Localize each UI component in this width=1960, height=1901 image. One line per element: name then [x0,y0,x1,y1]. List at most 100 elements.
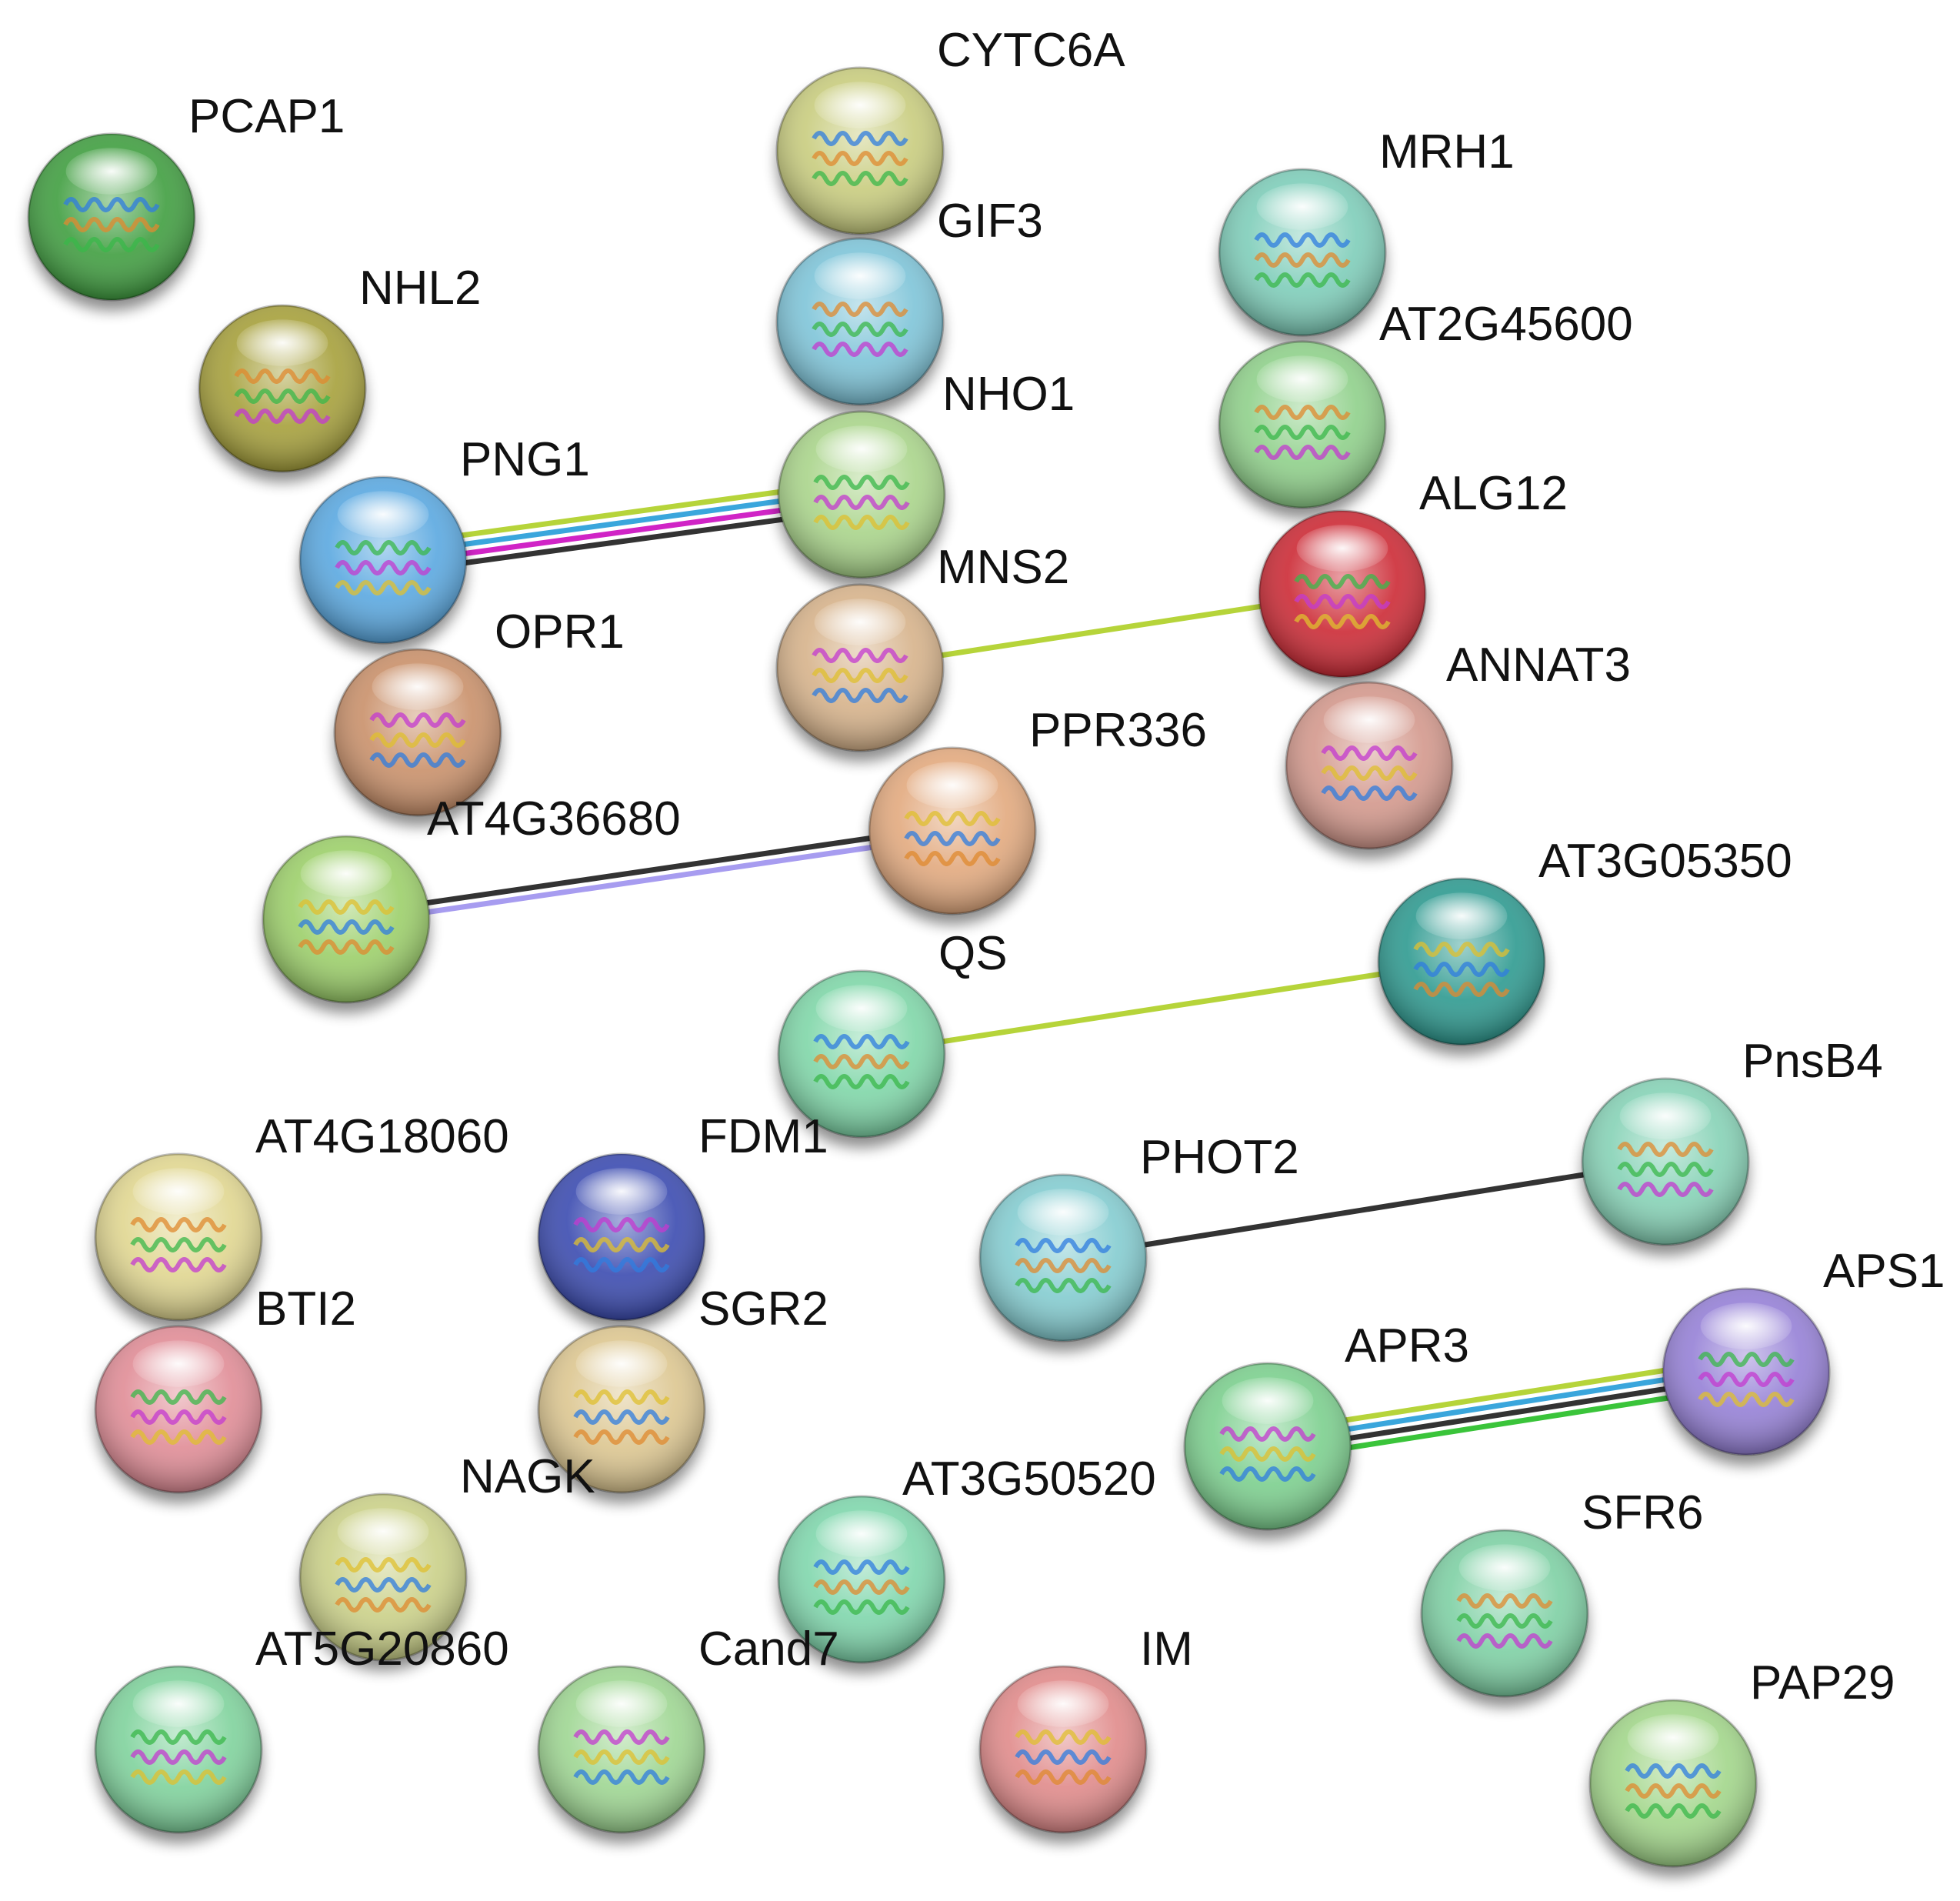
protein-helix [812,342,908,357]
node-label: MNS2 [937,541,1069,594]
protein-helix [63,197,160,212]
protein-helix [813,1579,910,1595]
node-APS1[interactable]: APS1 [1662,1245,1945,1456]
protein-structure-icon [812,302,908,357]
node-AT4G36680[interactable]: AT4G36680 [262,792,681,1004]
protein-helix [63,237,160,252]
edge-PHOT2-PnsB4[interactable] [1062,1159,1666,1261]
node-rim [1285,681,1454,850]
protein-helix [1625,1783,1722,1799]
node-label: ALG12 [1419,467,1568,520]
node-QS[interactable]: QS [777,927,1008,1139]
node-Cand7[interactable]: Cand7 [537,1623,839,1834]
node-label: AT2G45600 [1379,298,1633,351]
node-GIF3[interactable]: GIF3 [775,195,1043,406]
node-CYTC6A[interactable]: CYTC6A [775,24,1125,235]
node-APR3[interactable]: APR3 [1183,1319,1469,1531]
protein-helix [1321,745,1418,761]
node-label: PnsB4 [1742,1035,1883,1088]
node-AT3G50520[interactable]: AT3G50520 [777,1452,1156,1664]
node-rim [777,1495,946,1664]
protein-helix [1321,765,1418,781]
node-SFR6[interactable]: SFR6 [1420,1486,1703,1698]
node-OPR1[interactable]: OPR1 [333,605,625,817]
protein-helix [573,1389,670,1405]
protein-helix [1015,1729,1112,1745]
node-label: PCAP1 [188,90,345,143]
node-rim [94,1665,263,1834]
protein-structure-icon [573,1217,670,1272]
edge-QS-AT3G05350[interactable] [861,959,1462,1057]
protein-helix [1294,614,1391,629]
node-rim [298,1492,468,1662]
node-SGR2[interactable]: SGR2 [537,1282,828,1494]
node-ANNAT3[interactable]: ANNAT3 [1285,639,1631,850]
node-gloss-highlight [1222,1377,1314,1424]
protein-helix [1698,1352,1795,1367]
protein-helix [813,475,910,490]
node-PHOT2[interactable]: PHOT2 [978,1131,1299,1342]
node-PCAP1[interactable]: PCAP1 [27,90,345,302]
protein-structure-icon [130,1729,227,1785]
edge-line-AT4G36680-PPR336-0 [345,823,952,918]
node-BTI2[interactable]: BTI2 [94,1282,356,1494]
protein-helix [298,899,395,915]
node-AT2G45600[interactable]: AT2G45600 [1218,298,1633,509]
protein-structure-icon [335,540,432,595]
node-PPR336[interactable]: PPR336 [868,704,1207,915]
node-gloss-highlight [300,850,392,897]
protein-structure-icon [573,1729,670,1785]
protein-helix [1625,1763,1722,1779]
node-NHL2[interactable]: NHL2 [198,262,482,473]
node-PAP29[interactable]: PAP29 [1588,1656,1895,1868]
protein-helix [573,1257,670,1272]
node-FDM1[interactable]: FDM1 [537,1110,828,1322]
protein-structure-icon [1698,1352,1795,1407]
node-rim [537,1152,706,1322]
node-gloss-highlight [1415,892,1508,939]
node-AT3G05350[interactable]: AT3G05350 [1377,835,1792,1046]
protein-helix [1015,1769,1112,1785]
node-gloss-highlight [906,762,998,809]
protein-helix [573,1217,670,1232]
node-gloss-highlight [1256,355,1348,402]
protein-helix [130,1429,227,1445]
protein-helix [1219,1466,1316,1482]
node-PNG1[interactable]: PNG1 [298,433,590,645]
protein-helix [813,1034,910,1049]
node-label: QS [938,927,1008,980]
node-label: CYTC6A [937,24,1125,77]
node-gloss-highlight [337,491,429,538]
protein-helix [1698,1372,1795,1387]
node-label: ANNAT3 [1446,639,1631,692]
node-rim [777,410,946,579]
node-rim [777,969,946,1139]
node-IM[interactable]: IM [978,1623,1193,1834]
node-AT4G18060[interactable]: AT4G18060 [94,1110,509,1322]
node-MRH1[interactable]: MRH1 [1218,125,1515,337]
edge-AT4G36680-PPR336[interactable] [345,823,954,927]
node-label: APR3 [1345,1319,1469,1372]
protein-helix [369,732,466,748]
node-label: MRH1 [1379,125,1515,178]
protein-helix [234,369,331,384]
protein-helix [812,668,908,683]
protein-helix [1015,1278,1112,1293]
node-NHO1[interactable]: NHO1 [777,368,1075,579]
node-rim [262,835,431,1004]
protein-structure-icon [1456,1593,1553,1649]
protein-structure-icon [234,369,331,424]
protein-structure-icon [1625,1763,1722,1819]
node-label: PPR336 [1029,704,1207,757]
node-label: FDM1 [698,1110,828,1163]
protein-helix [234,409,331,424]
node-label: NHL2 [359,262,482,315]
node-PnsB4[interactable]: PnsB4 [1581,1035,1883,1246]
node-NAGK[interactable]: NAGK [298,1450,595,1662]
node-gloss-highlight [815,425,908,472]
protein-helix [1219,1446,1316,1462]
node-AT5G20860[interactable]: AT5G20860 [94,1623,509,1834]
protein-structure-icon [130,1389,227,1445]
node-ALG12[interactable]: ALG12 [1258,467,1568,679]
node-MNS2[interactable]: MNS2 [775,541,1069,752]
